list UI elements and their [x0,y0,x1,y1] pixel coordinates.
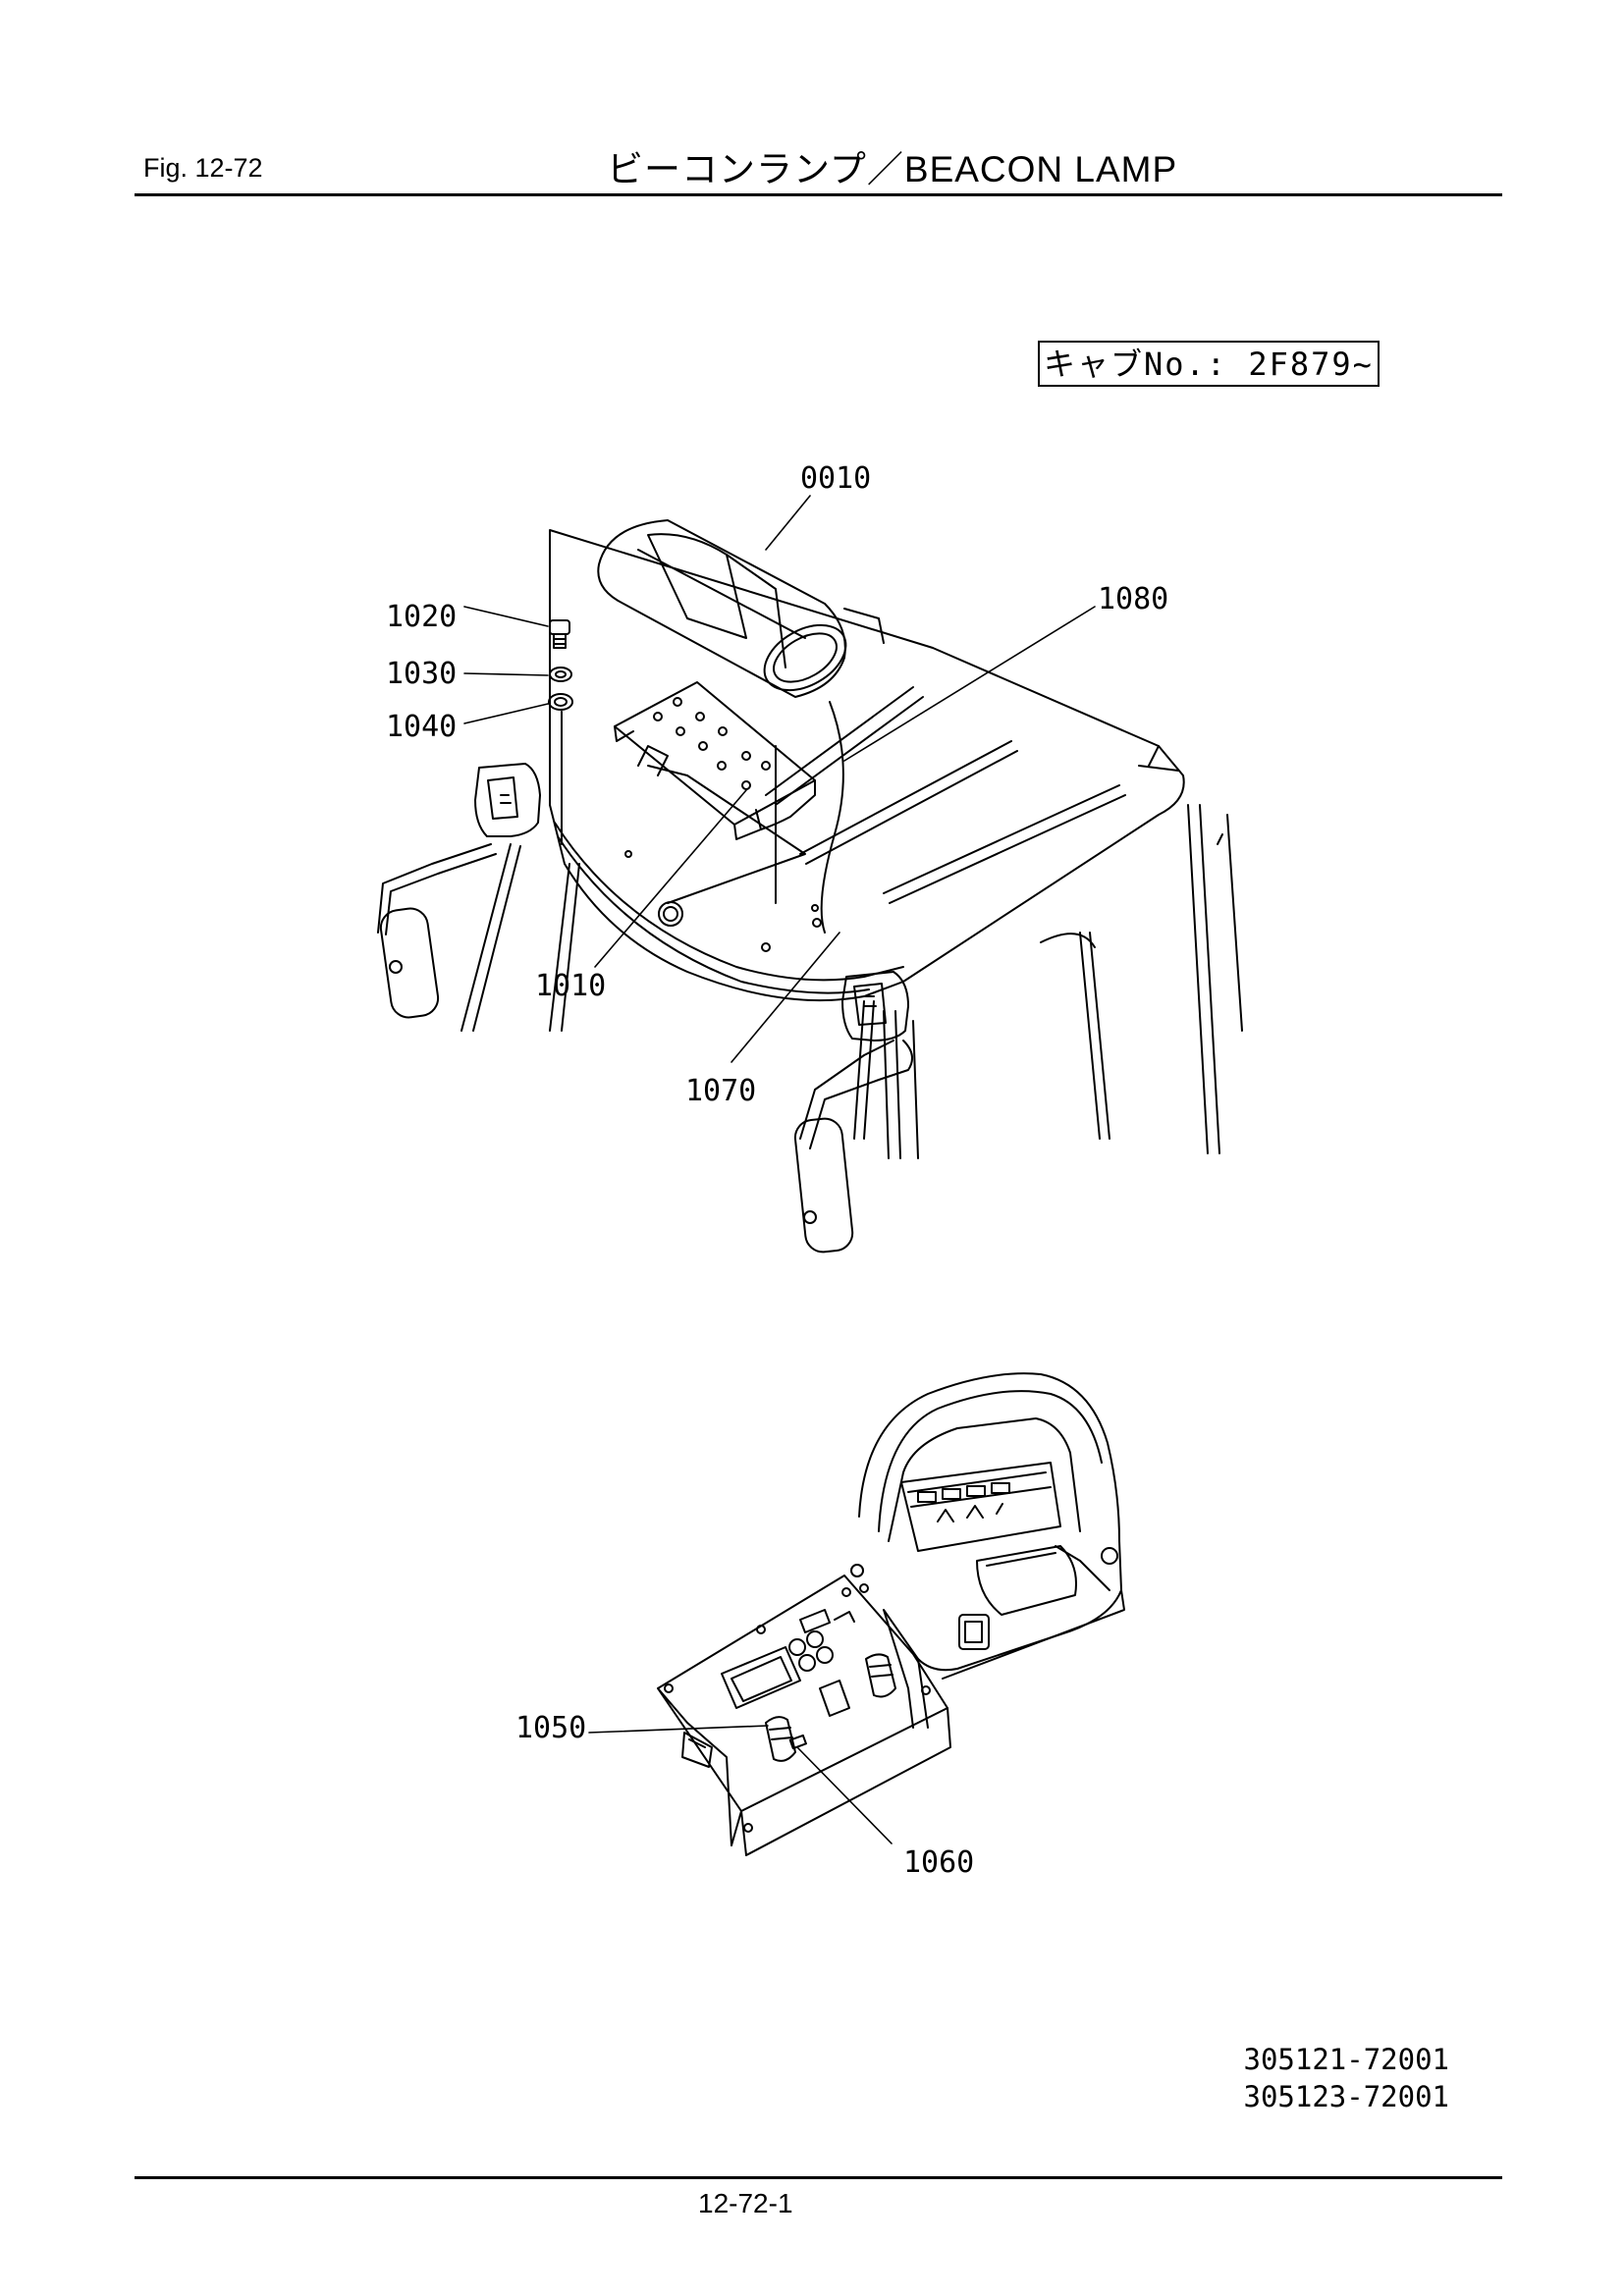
callout-0010: 0010 [800,461,871,496]
callout-1010: 1010 [535,969,606,1003]
fasteners-drawing [548,619,573,711]
console-drawing [657,1372,1125,1856]
beacon-lamp-drawing [597,519,885,934]
document-number: 305121-72001 [1243,2043,1449,2076]
cab-roof-drawing [377,529,1243,1254]
bottom-rule [135,2176,1502,2179]
callout-1030: 1030 [386,657,457,691]
callout-1070: 1070 [685,1074,756,1108]
document-number: 305123-72001 [1243,2080,1449,2113]
callout-1080: 1080 [1098,582,1168,616]
callout-1050: 1050 [515,1711,586,1745]
callout-1040: 1040 [386,710,457,744]
callout-1060: 1060 [903,1845,974,1880]
figure-label: Fig. 12-72 [143,153,263,183]
page-number: 12-72-1 [698,2188,793,2218]
callout-labels: 0010 1080 1020 1030 1040 1010 1070 1050 … [386,461,1168,1880]
leader-lines [463,495,1096,1844]
callout-1020: 1020 [386,600,457,634]
bracket-drawing [561,681,816,904]
serial-range-box: キャブNo.: 2F879~ [1038,341,1380,387]
page-title: ビーコンランプ／BEACON LAMP [607,149,1178,189]
top-rule [135,193,1502,196]
